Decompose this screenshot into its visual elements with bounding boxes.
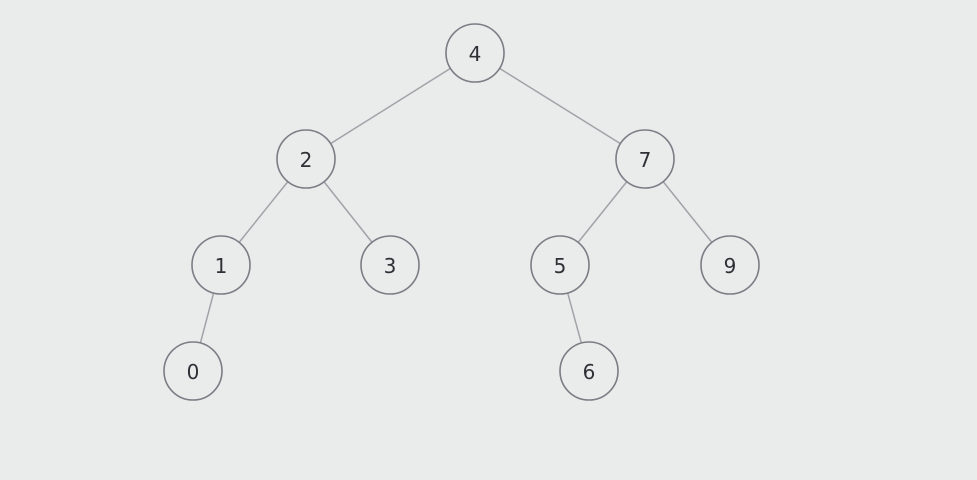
tree-node-3: 3	[360, 235, 420, 295]
node-label: 1	[215, 254, 228, 278]
tree-edge-7-5	[577, 181, 628, 243]
tree-edges	[199, 67, 713, 344]
tree-edge-5-6	[566, 292, 583, 344]
tree-node-0: 0	[163, 341, 223, 401]
tree-node-1: 1	[191, 235, 251, 295]
tree-node-9: 9	[700, 235, 760, 295]
node-label: 6	[583, 360, 596, 384]
tree-edge-1-0	[199, 292, 215, 344]
tree-node-5: 5	[530, 235, 590, 295]
node-label: 7	[639, 148, 652, 172]
tree-nodes: 4 2 7 1 3 5 9 0	[163, 23, 760, 401]
node-label: 0	[187, 360, 200, 384]
tree-node-7: 7	[615, 129, 675, 189]
tree-edge-7-9	[662, 181, 713, 243]
tree-node-4: 4	[445, 23, 505, 83]
node-label: 9	[724, 254, 737, 278]
node-label: 4	[469, 42, 482, 66]
tree-node-2: 2	[276, 129, 336, 189]
node-label: 2	[300, 148, 313, 172]
tree-edge-2-1	[238, 181, 289, 243]
tree-node-6: 6	[559, 341, 619, 401]
node-label: 5	[554, 254, 567, 278]
tree-edge-2-3	[323, 181, 373, 243]
tree-edge-4-7	[499, 67, 621, 145]
tree-edge-4-2	[330, 67, 451, 145]
node-label: 3	[384, 254, 397, 278]
